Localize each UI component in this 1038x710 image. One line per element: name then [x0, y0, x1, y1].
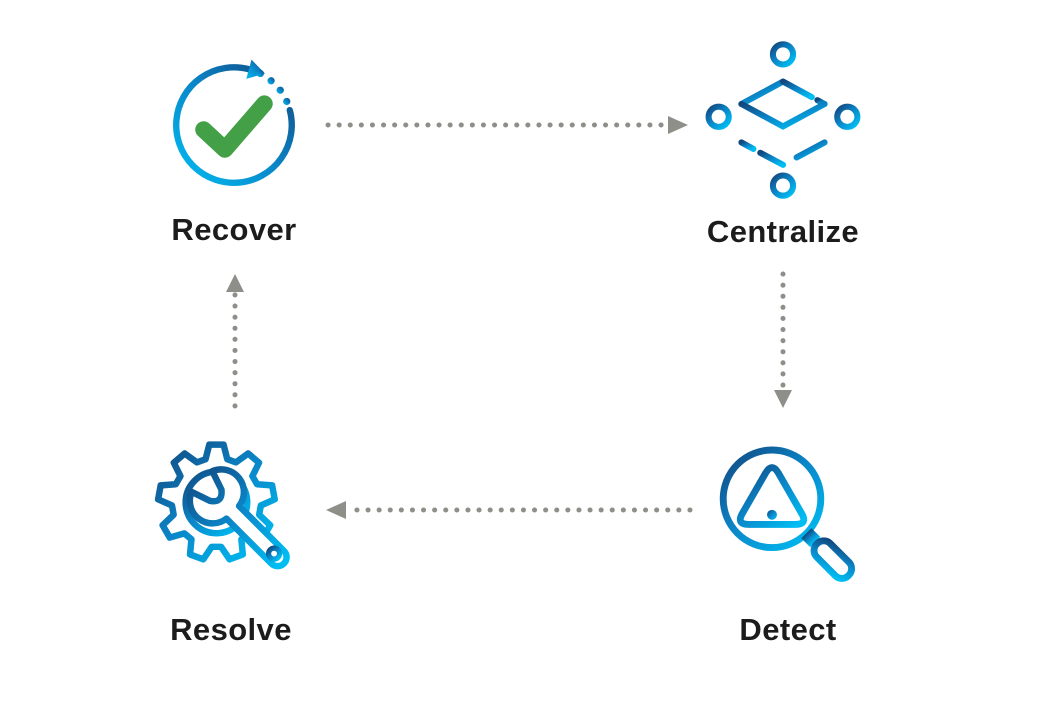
arrow-resolve-to-recover — [226, 274, 244, 409]
detect-magnifier-warning-icon — [719, 446, 856, 582]
node-recover: Recover — [158, 46, 310, 248]
node-label-centralize: Centralize — [706, 214, 860, 249]
node-label-recover: Recover — [171, 212, 297, 247]
centralize-cube-network-icon — [705, 41, 861, 199]
node-label-resolve: Resolve — [170, 612, 292, 647]
arrow-detect-to-resolve — [326, 501, 693, 519]
node-label-detect: Detect — [739, 612, 837, 647]
node-detect: Detect — [708, 438, 868, 648]
arrow-recover-to-centralize — [325, 116, 688, 134]
node-resolve: Resolve — [150, 436, 312, 648]
arrow-centralize-to-detect — [774, 271, 792, 408]
resolve-gear-wrench-icon — [154, 441, 290, 570]
node-centralize: Centralize — [700, 40, 866, 250]
recover-checkmark-cycle-icon — [173, 59, 295, 186]
